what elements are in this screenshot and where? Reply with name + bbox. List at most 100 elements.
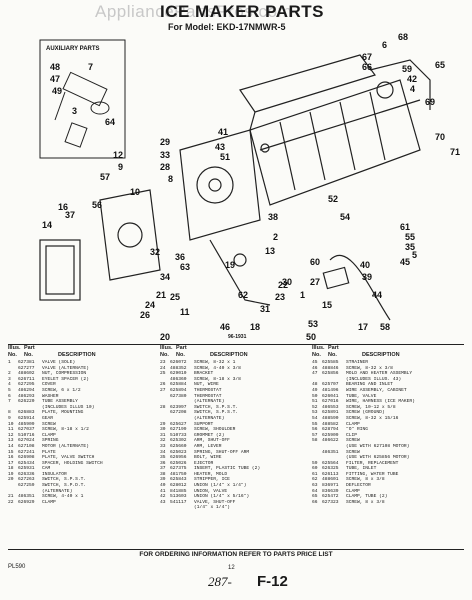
parts-row: (INCLUDES ILLUS 10) <box>8 405 153 411</box>
parts-row: (ALTERNATE) <box>160 416 305 422</box>
part-description: CLAMP, TUBE (2) <box>346 494 388 500</box>
part-number: 626325 <box>322 466 339 472</box>
part-description: PLATE, MOUNTING <box>42 410 84 416</box>
part-description: WIRE ASSEMBLY, CABINET <box>346 387 407 393</box>
illus-number: 21 <box>8 494 14 500</box>
illus-number: 14 <box>8 443 14 449</box>
part-description: GEAR <box>42 415 54 421</box>
illus-number: 8 <box>8 410 11 416</box>
part-description: NUT, COMPRESSION <box>42 371 87 377</box>
callout-number: 17 <box>358 322 368 332</box>
part-description: SCREW <box>346 438 360 444</box>
part-number: 627016 <box>322 399 339 405</box>
illus-number: 56 <box>312 427 318 433</box>
part-description: CLAMP <box>42 432 56 438</box>
part-description: (ALTERNATE) <box>194 399 225 405</box>
illus-number: 59 <box>312 460 318 466</box>
callout-number: 33 <box>160 150 170 160</box>
illus-number: 50 <box>312 393 318 399</box>
illus-number: 32 <box>160 438 166 444</box>
illus-number: 9 <box>8 415 11 421</box>
part-description: CLAMP <box>346 488 360 494</box>
illus-number: 2 <box>8 371 11 377</box>
illus-number: 64 <box>312 488 318 494</box>
illus-number: 27 <box>160 387 166 393</box>
illus-number: 11 <box>8 427 14 433</box>
part-number: 625472 <box>322 494 339 500</box>
part-number: 481496 <box>322 387 339 393</box>
illus-number: 42 <box>160 494 166 500</box>
parts-row: 10 485909 SCREW <box>8 422 153 428</box>
part-number: 486351 <box>18 494 35 500</box>
callout-number: 12 <box>113 150 123 160</box>
callout-number: 54 <box>340 212 350 222</box>
callout-number: 2 <box>273 232 278 242</box>
part-description: (INCLUDES ILLUS. 43) <box>346 376 402 382</box>
parts-row: (USE WITH 627108 MOTOR) <box>312 444 464 450</box>
callout-number: 9 <box>118 162 123 172</box>
part-number: 627259 <box>18 483 35 489</box>
part-number: 485909 <box>18 421 35 427</box>
part-number: 627263 <box>18 477 35 483</box>
illus-number: 33 <box>160 443 166 449</box>
description-header: DESCRIPTION <box>210 352 248 358</box>
callout-number: 45 <box>400 257 410 267</box>
illus-number: 30 <box>160 427 166 433</box>
part-header: Part <box>176 345 187 351</box>
part-number: 625909 <box>322 432 339 438</box>
part-number: 625564 <box>322 460 339 466</box>
part-description: INSERT, PLASTIC TUBE (2) <box>194 466 261 472</box>
part-description: TUBE ASSEMBLY <box>42 399 78 405</box>
callout-number: 1 <box>300 290 305 300</box>
divider-bottom <box>8 549 464 550</box>
callout-number: 34 <box>160 272 170 282</box>
callout-number: 3 <box>72 106 77 116</box>
column-subheader: No. No. DESCRIPTION <box>160 352 305 360</box>
figure-number: 287- <box>208 574 232 589</box>
callout-number: 39 <box>362 272 372 282</box>
part-number: 629010 <box>170 371 187 377</box>
part-number: 626956 <box>170 455 187 461</box>
model-line: For Model: EKD-17NMWR-5 <box>168 22 286 32</box>
ordering-note: FOR ORDERING INFORMATION REFER TO PARTS … <box>139 551 333 558</box>
part-description: CLIP <box>346 432 358 438</box>
callout-number: 43 <box>215 142 225 152</box>
ejector-drawing <box>259 99 421 153</box>
part-description: WASHER <box>42 393 59 399</box>
page-title: ICE MAKER PARTS <box>160 2 324 21</box>
part-description: FITTING, WATER TUBE <box>346 471 399 477</box>
diagram-ref: 96-1931 <box>228 334 247 340</box>
illus-number: 7 <box>8 399 11 405</box>
part-description: SCREW <box>42 421 56 427</box>
callout-number: 30 <box>282 277 292 287</box>
part-description: SCREW, 4-40 x 1 <box>42 494 84 500</box>
callout-number: 64 <box>105 117 115 127</box>
illus-number: 29 <box>160 421 166 427</box>
callout-number: 37 <box>65 210 75 220</box>
callout-number: 38 <box>268 212 278 222</box>
illus-number: 62 <box>312 477 318 483</box>
illus-number: 10 <box>8 421 14 427</box>
part-description: UNION (1/4" x 5/16") <box>194 494 250 500</box>
part-number: 488590 <box>322 415 339 421</box>
part-description: SPRING <box>42 438 59 444</box>
callout-number: 60 <box>310 257 320 267</box>
illus-number: 51 <box>312 399 318 405</box>
